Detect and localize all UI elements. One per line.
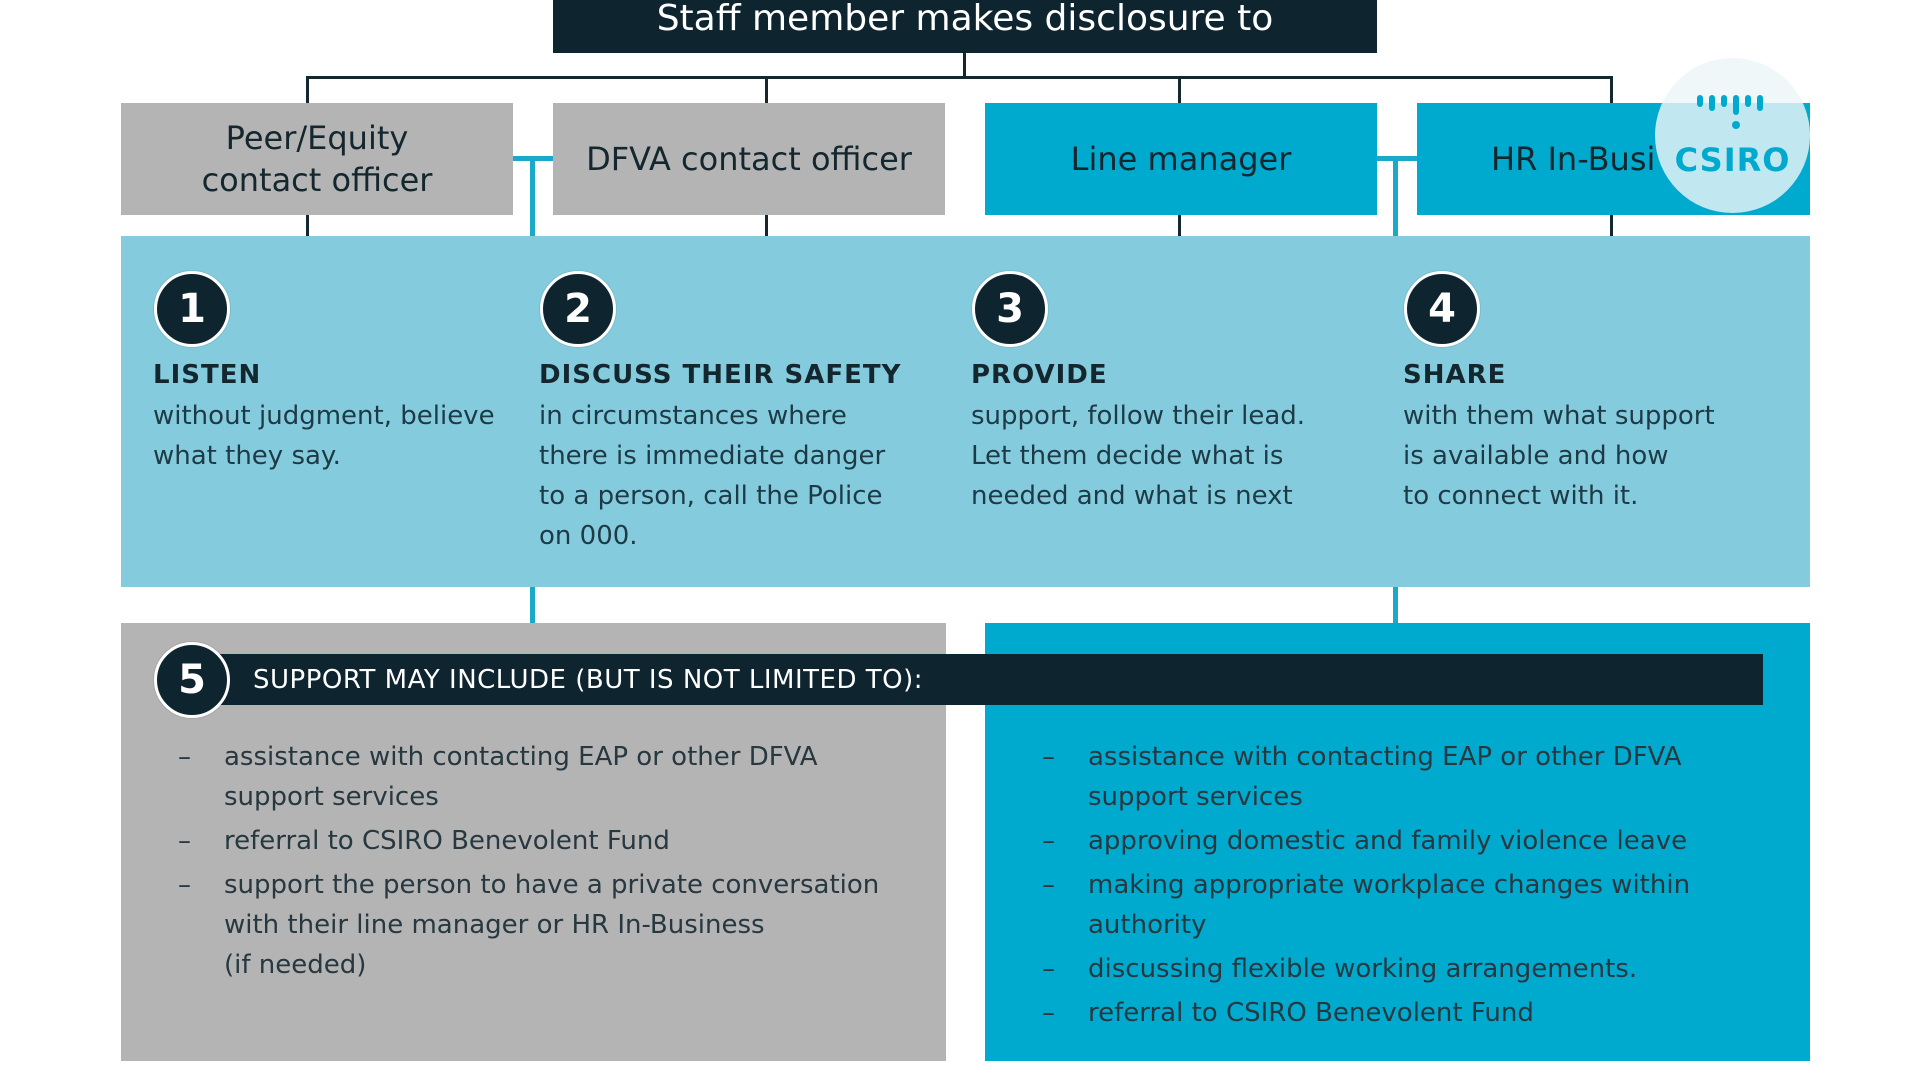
connector-role-1-down	[306, 215, 309, 236]
step-5-number: 5	[154, 642, 230, 718]
list-item-text: discussing flexible working arrangements…	[1088, 954, 1638, 984]
list-item-text: support the person to have a private con…	[224, 870, 880, 980]
list-item: –support the person to have a private co…	[178, 870, 880, 980]
connector-steps-to-left-panel	[530, 587, 535, 623]
connector-steps-to-right-panel	[1393, 587, 1398, 623]
steps-panel	[121, 236, 1810, 587]
connector-drop-4	[1610, 76, 1613, 103]
step-4-number: 4	[1404, 271, 1480, 347]
connector-role-2-down	[765, 215, 768, 236]
list-item-text: making appropriate workplace changes wit…	[1088, 870, 1691, 940]
list-item-text: approving domestic and family violence l…	[1088, 826, 1688, 856]
support-list-right: –assistance with contacting EAP or other…	[1042, 737, 1782, 1037]
connector-role-3-down	[1178, 215, 1181, 236]
list-item: –assistance with contacting EAP or other…	[1042, 742, 1682, 812]
connector-horizontal	[306, 76, 1613, 79]
list-item: –discussing flexible working arrangement…	[1042, 954, 1638, 984]
connector-trunk	[963, 53, 966, 77]
list-item-text: assistance with contacting EAP or other …	[1088, 742, 1682, 812]
role-peer-equity: Peer/Equity contact officer	[121, 103, 513, 215]
bracket-left-vertical	[530, 156, 535, 236]
csiro-logo-text: CSIRO	[1674, 140, 1791, 179]
diagram-title: Staff member makes disclosure to	[553, 0, 1377, 53]
list-item: –referral to CSIRO Benevolent Fund	[1042, 998, 1534, 1028]
bracket-right-vertical	[1393, 156, 1398, 236]
step-1-body: without judgment, believe what they say.	[153, 401, 495, 471]
role-line-manager: Line manager	[985, 103, 1377, 215]
csiro-logo-mark-icon	[1696, 94, 1763, 129]
step-2-number: 2	[540, 271, 616, 347]
step-2-heading: DISCUSS THEIR SAFETY	[539, 360, 902, 390]
list-item: –referral to CSIRO Benevolent Fund	[178, 826, 670, 856]
list-item-text: referral to CSIRO Benevolent Fund	[224, 826, 670, 856]
step-1-number: 1	[154, 271, 230, 347]
list-item: –assistance with contacting EAP or other…	[178, 742, 818, 812]
step-4-body: with them what support is available and …	[1403, 401, 1715, 511]
csiro-logo: CSIRO	[1655, 58, 1810, 213]
list-item-text: assistance with contacting EAP or other …	[224, 742, 818, 812]
list-item: –approving domestic and family violence …	[1042, 826, 1688, 856]
list-item: –making appropriate workplace changes wi…	[1042, 870, 1691, 940]
step-3-heading: PROVIDE	[971, 360, 1108, 390]
support-heading: SUPPORT MAY INCLUDE (BUT IS NOT LIMITED …	[253, 664, 923, 695]
step-2-body: in circumstances where there is immediat…	[539, 401, 886, 551]
step-1-heading: LISTEN	[153, 360, 262, 390]
connector-drop-3	[1178, 76, 1181, 103]
support-list-left: –assistance with contacting EAP or other…	[178, 737, 908, 989]
step-3-body: support, follow their lead. Let them dec…	[971, 401, 1306, 511]
step-3-number: 3	[972, 271, 1048, 347]
support-heading-bar: SUPPORT MAY INCLUDE (BUT IS NOT LIMITED …	[205, 654, 1763, 705]
connector-drop-2	[765, 76, 768, 103]
step-4-heading: SHARE	[1403, 360, 1507, 390]
list-item-text: referral to CSIRO Benevolent Fund	[1088, 998, 1534, 1028]
role-dfva-contact-officer: DFVA contact officer	[553, 103, 945, 215]
connector-drop-1	[306, 76, 309, 103]
connector-role-4-down	[1610, 215, 1613, 236]
